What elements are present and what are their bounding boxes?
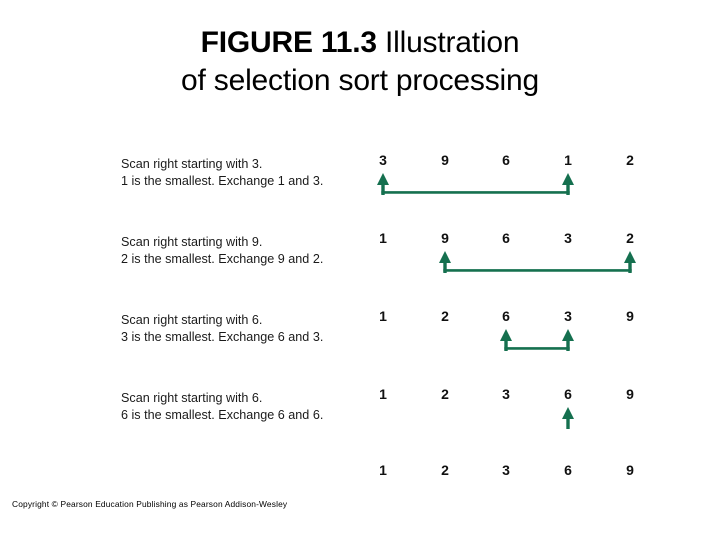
- up-arrow-icon: [439, 251, 451, 273]
- array-cell: 2: [441, 462, 449, 478]
- step-caption-line-1: Scan right starting with 3.: [121, 157, 263, 171]
- array-cell: 6: [502, 152, 510, 168]
- exchange-arrows: [360, 404, 660, 438]
- up-arrow-icon: [562, 173, 574, 195]
- array-cell: 3: [564, 308, 572, 324]
- up-arrow-icon: [377, 173, 389, 195]
- step-caption-line-1: Scan right starting with 6.: [121, 391, 263, 405]
- array-cell: 2: [626, 152, 634, 168]
- page-title: FIGURE 11.3 Illustration of selection so…: [60, 24, 660, 100]
- array-cell: 9: [441, 230, 449, 246]
- array-cell: 6: [502, 230, 510, 246]
- array-cell: 1: [379, 462, 387, 478]
- step-caption-line-2: 2 is the smallest. Exchange 9 and 2.: [121, 251, 324, 266]
- step-caption: Scan right starting with 3. 1 is the smal…: [121, 156, 371, 189]
- array-cell: 9: [626, 308, 634, 324]
- up-arrow-icon: [624, 251, 636, 273]
- step-caption-line-1: Scan right starting with 9.: [121, 235, 263, 249]
- step-caption-line-2: 1 is the smallest. Exchange 1 and 3.: [121, 173, 324, 188]
- title-figure-number: FIGURE 11.3: [200, 26, 377, 59]
- step-caption-line-1: Scan right starting with 6.: [121, 313, 263, 327]
- array-cell: 3: [379, 152, 387, 168]
- title-line-1: FIGURE 11.3 Illustration: [60, 24, 660, 62]
- array-cell: 2: [626, 230, 634, 246]
- title-line-1-rest: Illustration: [376, 26, 520, 59]
- array-cell: 9: [441, 152, 449, 168]
- array-values-row: 1 2 3 6 9: [360, 460, 660, 480]
- array-cell: 1: [379, 230, 387, 246]
- array-cell: 6: [502, 308, 510, 324]
- title-line-2: of selection sort processing: [181, 64, 539, 97]
- array-cell: 3: [502, 386, 510, 402]
- array-values-row: 1 2 6 3 9: [360, 306, 660, 326]
- array-cell: 2: [441, 386, 449, 402]
- exchange-arrows: [360, 170, 660, 204]
- step-caption-line-2: 3 is the smallest. Exchange 6 and 3.: [121, 329, 324, 344]
- array-values-row: 3 9 6 1 2: [360, 150, 660, 170]
- array-cell: 6: [564, 386, 572, 402]
- up-arrow-icon: [562, 407, 574, 429]
- exchange-arrows: [360, 248, 660, 282]
- up-arrow-icon: [562, 329, 574, 351]
- step-caption-line-2: 6 is the smallest. Exchange 6 and 6.: [121, 407, 324, 422]
- array-cell: 2: [441, 308, 449, 324]
- copyright-notice: Copyright © Pearson Education Publishing…: [12, 499, 288, 509]
- array-values-row: 1 2 3 6 9: [360, 384, 660, 404]
- array-cell: 3: [502, 462, 510, 478]
- array-cell: 1: [564, 152, 572, 168]
- up-arrow-icon: [500, 329, 512, 351]
- array-cell: 6: [564, 462, 572, 478]
- array-cell: 1: [379, 386, 387, 402]
- array-cell: 9: [626, 386, 634, 402]
- array-cell: 9: [626, 462, 634, 478]
- exchange-arrows: [360, 326, 660, 360]
- step-caption: Scan right starting with 6. 6 is the smal…: [121, 390, 371, 423]
- array-cell: 3: [564, 230, 572, 246]
- step-caption: Scan right starting with 6. 3 is the smal…: [121, 312, 371, 345]
- selection-sort-figure: Scan right starting with 3. 1 is the smal…: [0, 134, 720, 484]
- step-caption: Scan right starting with 9. 2 is the smal…: [121, 234, 371, 267]
- array-values-row: 1 9 6 3 2: [360, 228, 660, 248]
- array-cell: 1: [379, 308, 387, 324]
